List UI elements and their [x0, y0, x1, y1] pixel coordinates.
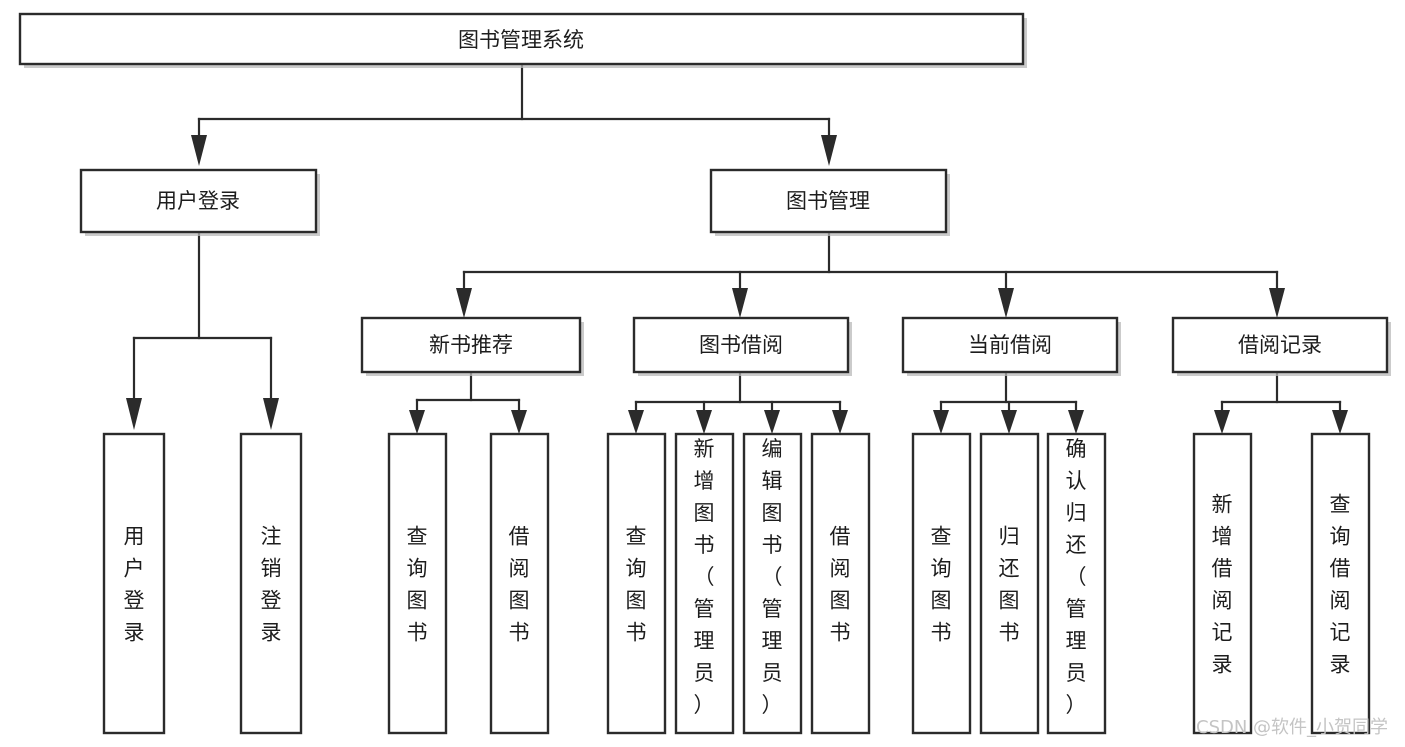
node-current-borrow[interactable]: 当前借阅	[901, 316, 1121, 376]
arrowhead-bb-lend	[832, 410, 848, 434]
node-root-rect[interactable]	[18, 12, 1025, 66]
arrowhead-bb-add	[696, 410, 712, 434]
arrowhead-new-book	[456, 288, 472, 318]
leaf-current-borrow-2[interactable]: 归还图书	[979, 432, 1040, 735]
node-new-book-recommend-label: 新书推荐	[429, 333, 513, 357]
node-borrow-record-label: 借阅记录	[1238, 333, 1322, 357]
node-book-management-label: 图书管理	[786, 189, 870, 213]
arrowhead-cb-query	[933, 410, 949, 434]
leaf-book-borrow-3-label: 编辑图书（管理员）	[762, 437, 783, 717]
leaf-user-login-2-label: 注销登录	[261, 525, 282, 645]
leaf-new-book-2[interactable]: 借阅图书	[489, 432, 550, 735]
node-book-borrow-label: 图书借阅	[699, 333, 783, 357]
node-book-management-rect[interactable]	[709, 168, 948, 234]
leaf-new-book-2-rect[interactable]	[489, 432, 550, 735]
arrowhead-br-query	[1332, 410, 1348, 434]
leaf-current-borrow-3[interactable]: 确认归还（管理员）	[1046, 432, 1107, 735]
leaf-new-book-1-label: 查询图书	[407, 525, 428, 645]
leaf-user-login-2[interactable]: 注销登录	[239, 432, 303, 735]
node-book-borrow[interactable]: 图书借阅	[632, 316, 852, 376]
leaf-current-borrow-3-rect[interactable]	[1046, 432, 1107, 735]
arrowhead-current-borrow	[998, 288, 1014, 318]
leaf-book-borrow-1-rect[interactable]	[606, 432, 667, 735]
arrowhead-nb-query	[409, 410, 425, 434]
leaf-current-borrow-3-label: 确认归还（管理员）	[1066, 437, 1087, 717]
leaf-borrow-record-1-label: 新增借阅记录	[1212, 493, 1233, 677]
leaf-new-book-1-rect[interactable]	[387, 432, 448, 735]
arrowhead-bb-edit	[764, 410, 780, 434]
leaf-user-login-1-rect[interactable]	[102, 432, 166, 735]
arrowhead-book-mgmt	[821, 135, 837, 166]
node-user-login-label: 用户登录	[156, 189, 240, 213]
csdn-watermark: CSDN @软件_小贺同学	[1196, 717, 1388, 738]
leaf-current-borrow-2-rect[interactable]	[979, 432, 1040, 735]
leaf-book-borrow-2[interactable]: 新增图书（管理员）	[674, 432, 735, 735]
leaf-book-borrow-1-label: 查询图书	[626, 525, 647, 645]
node-root-system[interactable]: 图书管理系统	[18, 12, 1027, 68]
leaf-user-login-1[interactable]: 用户登录	[102, 432, 166, 735]
arrowhead-leaf-user-login	[126, 398, 142, 430]
leaf-book-borrow-2-label: 新增图书（管理员）	[694, 437, 715, 717]
arrowhead-bb-query	[628, 410, 644, 434]
leaf-book-borrow-3-rect[interactable]	[742, 432, 803, 735]
node-user-login-rect[interactable]	[79, 168, 318, 234]
leaf-book-borrow-4-rect[interactable]	[810, 432, 871, 735]
leaf-borrow-record-1-rect[interactable]	[1192, 432, 1253, 735]
leaf-borrow-record-2-rect[interactable]	[1310, 432, 1371, 735]
leaf-borrow-record-1[interactable]: 新增借阅记录	[1192, 432, 1253, 735]
arrowhead-user-login	[191, 135, 207, 166]
leaf-new-book-1[interactable]: 查询图书	[387, 432, 448, 735]
leaf-book-borrow-4-label: 借阅图书	[830, 525, 851, 645]
leaf-book-borrow-1[interactable]: 查询图书	[606, 432, 667, 735]
leaf-borrow-record-2-label: 查询借阅记录	[1330, 493, 1351, 677]
node-book-borrow-rect[interactable]	[632, 316, 850, 374]
leaf-book-borrow-4[interactable]: 借阅图书	[810, 432, 871, 735]
node-new-book-recommend[interactable]: 新书推荐	[360, 316, 584, 376]
arrowhead-cb-return	[1001, 410, 1017, 434]
leaf-current-borrow-1[interactable]: 查询图书	[911, 432, 972, 735]
leaf-book-borrow-3[interactable]: 编辑图书（管理员）	[742, 432, 803, 735]
node-root-label: 图书管理系统	[458, 28, 584, 52]
leaf-new-book-2-label: 借阅图书	[509, 525, 530, 645]
leaf-user-login-1-label: 用户登录	[124, 525, 145, 645]
arrowhead-leaf-logout	[263, 398, 279, 430]
leaf-current-borrow-2-label: 归还图书	[999, 525, 1020, 645]
node-book-management[interactable]: 图书管理	[709, 168, 950, 236]
node-borrow-record[interactable]: 借阅记录	[1171, 316, 1391, 376]
connector-group	[126, 64, 1348, 434]
arrowhead-borrow-record	[1269, 288, 1285, 318]
arrowhead-book-borrow	[732, 288, 748, 318]
leaf-book-borrow-2-rect[interactable]	[674, 432, 735, 735]
node-borrow-record-rect[interactable]	[1171, 316, 1389, 374]
arrowhead-cb-confirm	[1068, 410, 1084, 434]
arrowhead-br-add	[1214, 410, 1230, 434]
arrowhead-nb-borrow	[511, 410, 527, 434]
leaf-user-login-2-rect[interactable]	[239, 432, 303, 735]
node-new-book-recommend-rect[interactable]	[360, 316, 582, 374]
node-current-borrow-label: 当前借阅	[968, 333, 1052, 357]
node-current-borrow-rect[interactable]	[901, 316, 1119, 374]
node-user-login[interactable]: 用户登录	[79, 168, 320, 236]
leaf-current-borrow-1-rect[interactable]	[911, 432, 972, 735]
leaf-current-borrow-1-label: 查询图书	[931, 525, 952, 645]
leaf-borrow-record-2[interactable]: 查询借阅记录	[1310, 432, 1371, 735]
